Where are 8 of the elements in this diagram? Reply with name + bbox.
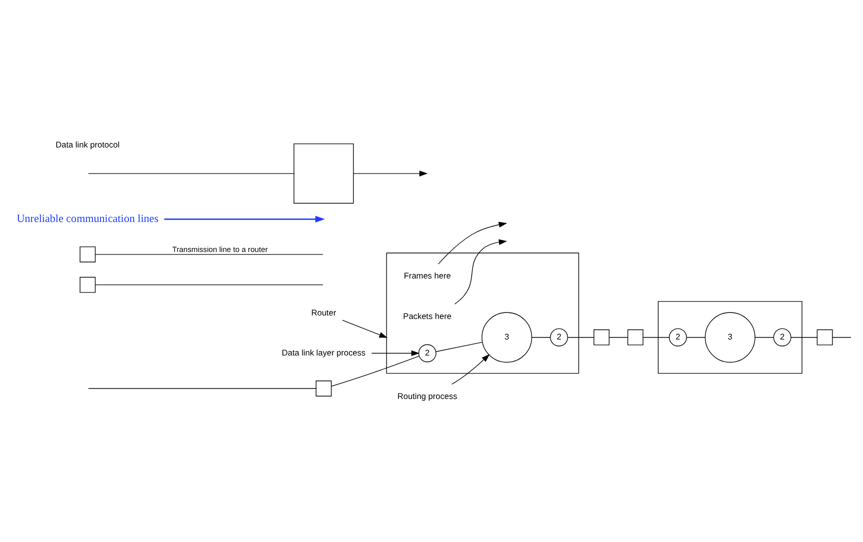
node-text: Data link layer process xyxy=(282,347,366,358)
node-text: Router xyxy=(311,307,336,318)
node-text: Frames here xyxy=(404,270,451,281)
node-text: Unreliable communication lines xyxy=(16,212,159,225)
node-text: Routing process xyxy=(397,390,458,401)
edge-label: Transmission line to a router xyxy=(172,245,268,254)
node-text: Packets here xyxy=(403,310,452,321)
label: Data link protocol xyxy=(56,139,120,150)
